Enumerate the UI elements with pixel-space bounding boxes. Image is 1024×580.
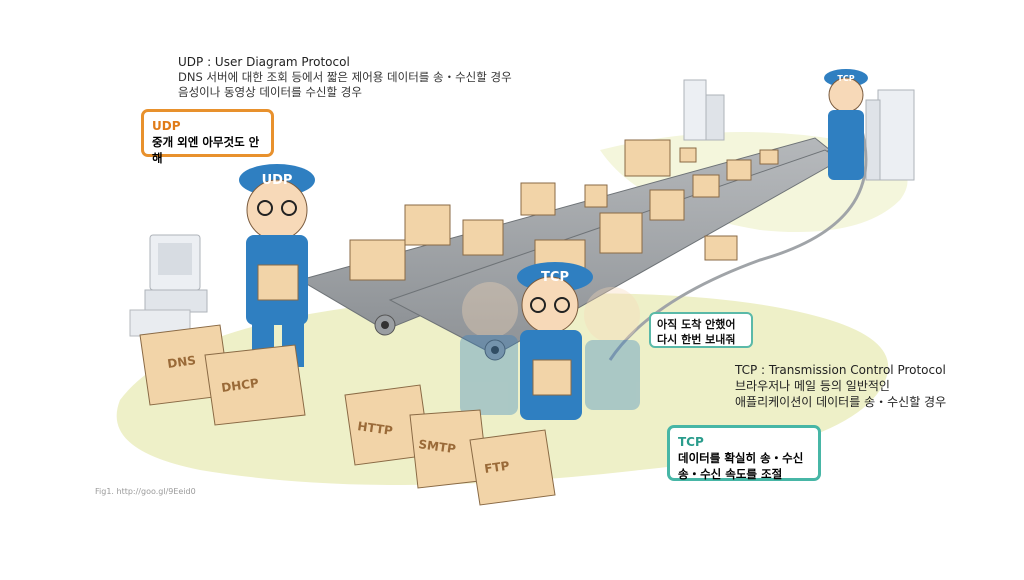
tcp-worker-ghost-icon [460,282,640,415]
udp-caption-line1: DNS 서버에 대한 조회 등에서 짧은 제어용 데이터를 송・수신할 경우 [178,70,512,84]
box-ftp [469,429,556,506]
udp-hat-label: UDP [262,173,293,188]
box-dhcp [204,344,306,426]
packet-box [349,139,779,281]
tcp-phone-worker-icon [824,69,868,180]
tcp-caption-line1: 브라우저나 메일 등의 일반적인 [735,379,890,393]
tcp-caption-line2: 애플리케이션이 데이터를 송・수신할 경우 [735,395,947,409]
speech-bubble-line1: 아직 도착 안했어 [657,318,736,331]
server-right-icon [683,79,915,181]
box-smtp-label: SMTP [418,437,457,456]
udp-caption-line2: 음성이나 동영상 데이터를 수신할 경우 [178,85,362,99]
box-dns-label: DNS [166,353,196,371]
tcp-worker-icon [517,262,593,420]
server-left-icon [129,234,208,337]
cable-udp [608,109,868,361]
box-http-label: HTTP [357,419,394,438]
udp-callout-text: 중개 외엔 아무것도 안해 [152,135,260,165]
tcp-callout-line1: 데이터를 확실히 송・수신 [678,451,804,465]
udp-worker-icon [239,164,315,367]
tcp-callout-title: TCP [678,435,704,449]
udp-caption: UDP : User Diagram Protocol DNS 서버에 대한 조… [178,55,512,100]
tcp-caption: TCP : Transmission Control Protocol 브라우저… [735,362,946,410]
udp-caption-title: UDP : User Diagram Protocol [178,55,350,69]
udp-callout-title: UDP [152,119,181,133]
figure-credit: Fig1. http://goo.gl/9Eeid0 [95,487,196,496]
speech-bubble: 아직 도착 안했어 다시 한번 보내줘 [649,312,753,348]
tcp-caption-title: TCP : Transmission Control Protocol [735,363,946,377]
speech-bubble-line2: 다시 한번 보내줘 [657,333,736,346]
tcp-hat-label: TCP [541,270,569,285]
tcp-callout-line2: 송・수신 속도를 조절 [678,467,783,481]
tcp-phone-hat-label: TCP [837,74,854,83]
box-dhcp-label: DHCP [220,376,259,395]
tcp-callout: TCP 데이터를 확실히 송・수신 송・수신 속도를 조절 [667,425,821,481]
udp-callout: UDP 중개 외엔 아무것도 안해 [141,109,274,165]
box-ftp-label: FTP [483,459,510,476]
